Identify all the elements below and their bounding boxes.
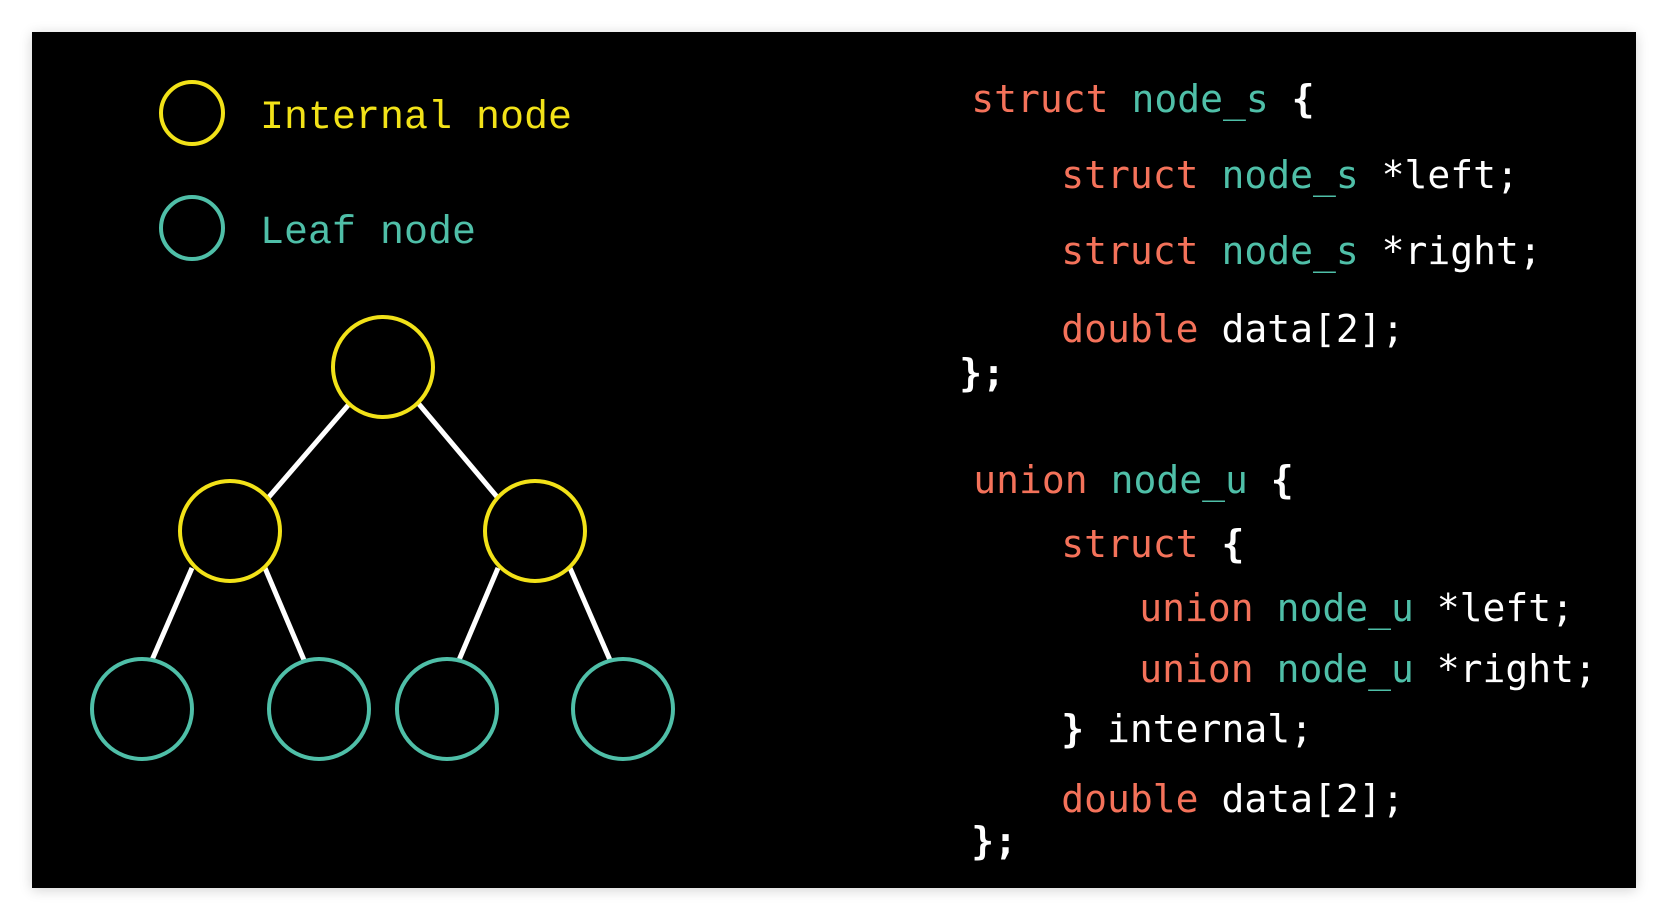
union-close: };	[834, 784, 1017, 888]
field-keyword: union	[1139, 586, 1254, 630]
union-node-u-code: union node_u { struct { union node_u *le…	[32, 32, 1597, 860]
internal-node-root	[331, 315, 435, 419]
inner-field-left: union node_u *left;	[1002, 551, 1574, 665]
struct-node-s-code: struct node_s { struct node_s *left; str…	[32, 32, 1541, 392]
union-name: node_u	[1110, 458, 1248, 502]
leaf-node-1	[90, 657, 194, 761]
inner-struct-keyword: struct	[1061, 522, 1199, 566]
legend-leaf-circle	[159, 195, 225, 261]
field-rest: *left;	[1413, 586, 1574, 630]
field-keyword: double	[1061, 307, 1199, 351]
struct-open-brace: {	[1291, 77, 1315, 121]
edge-root-left	[266, 401, 352, 500]
struct-header: struct node_s {	[834, 42, 1315, 156]
union-close-brace: };	[971, 819, 1018, 863]
edge-left-leaf1	[149, 567, 195, 661]
field-keyword: struct	[1061, 229, 1199, 273]
slide: Internal node Leaf node struct node_s { …	[32, 32, 1636, 888]
struct-close-brace: };	[959, 351, 1006, 395]
internal-node-left	[178, 479, 282, 583]
inner-field-right: union node_u *right;	[1002, 612, 1597, 726]
inner-struct-close: } internal;	[924, 672, 1313, 786]
inner-struct-header: struct {	[924, 487, 1244, 601]
union-header: union node_u {	[836, 423, 1294, 537]
edge-root-right	[416, 401, 500, 500]
leaf-node-2	[267, 657, 371, 761]
struct-field-right: struct node_s *right;	[924, 194, 1542, 308]
field-rest: *left;	[1358, 153, 1519, 197]
field-rest: data[2];	[1198, 307, 1405, 351]
legend-internal-circle	[159, 80, 225, 146]
inner-struct-name: internal;	[1084, 707, 1313, 751]
leaf-node-3	[395, 657, 499, 761]
struct-name: node_s	[1131, 77, 1269, 121]
struct-keyword: struct	[971, 77, 1109, 121]
union-field-data: double data[2];	[924, 742, 1404, 856]
field-type: node_s	[1221, 153, 1359, 197]
field-type: node_s	[1221, 229, 1359, 273]
field-keyword: struct	[1061, 153, 1199, 197]
field-type: node_u	[1276, 647, 1414, 691]
field-keyword: union	[1139, 647, 1254, 691]
edge-right-leaf3	[456, 567, 501, 661]
field-keyword: double	[1061, 777, 1199, 821]
struct-field-left: struct node_s *left;	[924, 118, 1519, 232]
tree-diagram: Internal node Leaf node	[90, 80, 675, 761]
field-rest: *right;	[1358, 229, 1542, 273]
struct-close: };	[822, 316, 1005, 430]
edge-right-leaf4	[567, 567, 613, 661]
field-rest: *right;	[1413, 647, 1597, 691]
edge-left-leaf2	[262, 567, 307, 661]
field-type: node_u	[1276, 586, 1414, 630]
union-keyword: union	[973, 458, 1088, 502]
union-open-brace: {	[1270, 458, 1294, 502]
legend-leaf-label: Leaf node	[260, 211, 476, 256]
legend-internal-label: Internal node	[260, 96, 572, 141]
inner-close-brace: }	[1061, 707, 1085, 751]
leaf-node-4	[571, 657, 675, 761]
struct-field-data: double data[2];	[924, 272, 1404, 386]
inner-open-brace: {	[1221, 522, 1245, 566]
field-rest: data[2];	[1198, 777, 1405, 821]
internal-node-right	[483, 479, 587, 583]
